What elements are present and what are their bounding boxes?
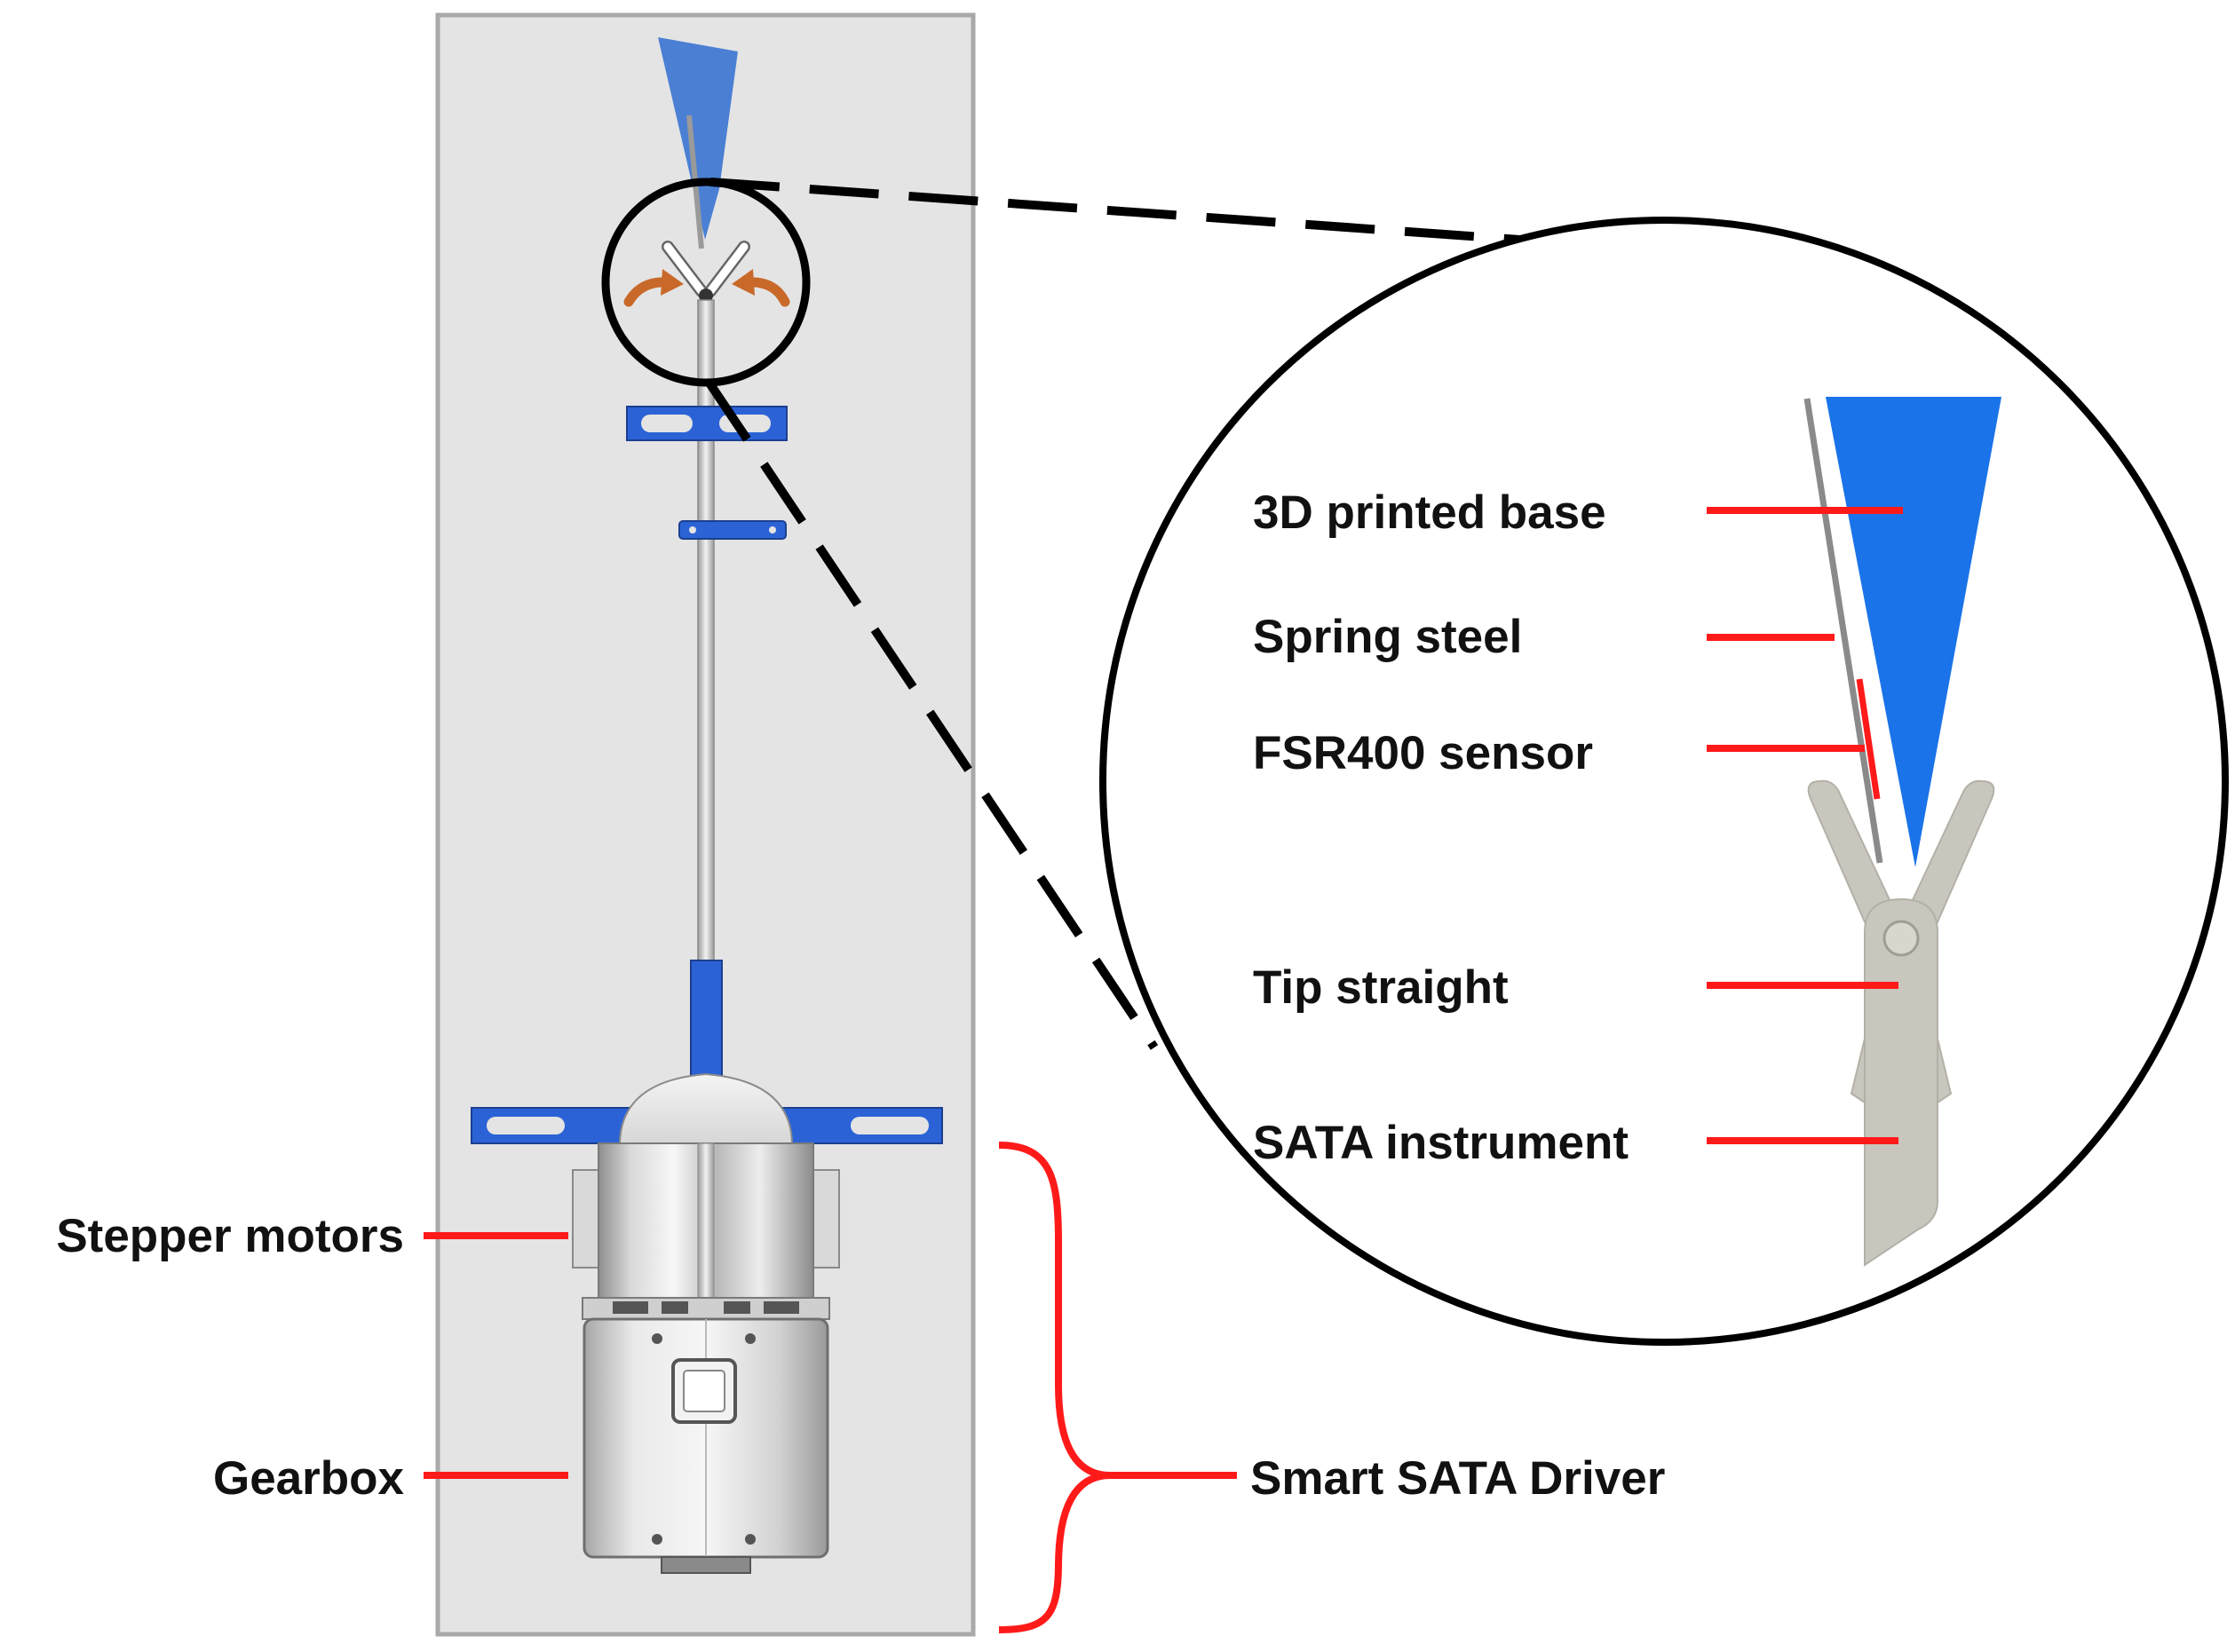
vertical-bracket (690, 960, 723, 1077)
zoom-line-bottom (704, 379, 1159, 1050)
label-sata-instrument: SATA instrument (1253, 1117, 1629, 1169)
instrument-side-fins (1850, 1038, 1953, 1104)
driver-brace (998, 1142, 1111, 1633)
printed-base-large (1826, 397, 2001, 867)
rotate-arrow-left-head (661, 269, 684, 296)
device-panel (435, 12, 976, 1637)
label-stepper-motors: Stepper motors (56, 1210, 404, 1262)
upper-bracket (626, 406, 788, 441)
label-printed-base: 3D printed base (1253, 486, 1606, 539)
instrument-pivot (1882, 920, 1920, 957)
label-gearbox: Gearbox (213, 1452, 405, 1505)
motor-dome (618, 1072, 794, 1146)
gripper-jaws-small (662, 241, 750, 303)
label-driver: Smart SATA Driver (1250, 1452, 1665, 1505)
stepper-motor-block (572, 1142, 840, 1302)
zoom-detail-circle (1099, 217, 2229, 1346)
gearbox-housing (583, 1317, 829, 1574)
instrument-body (1864, 897, 1938, 1267)
spring-steel-large (1803, 398, 1883, 864)
shaft-clip (678, 520, 787, 540)
zoom-source-circle (601, 178, 811, 387)
fsr-sensor-mark (1856, 678, 1881, 800)
printed-base-small (658, 37, 738, 240)
label-tip-straight: Tip straight (1253, 961, 1509, 1014)
label-fsr-sensor: FSR400 sensor (1253, 727, 1593, 779)
label-spring-steel: Spring steel (1253, 611, 1522, 663)
zoom-detail (1803, 397, 2001, 1267)
rotate-arrow-right-head (732, 269, 755, 296)
gear-plate (582, 1297, 830, 1320)
